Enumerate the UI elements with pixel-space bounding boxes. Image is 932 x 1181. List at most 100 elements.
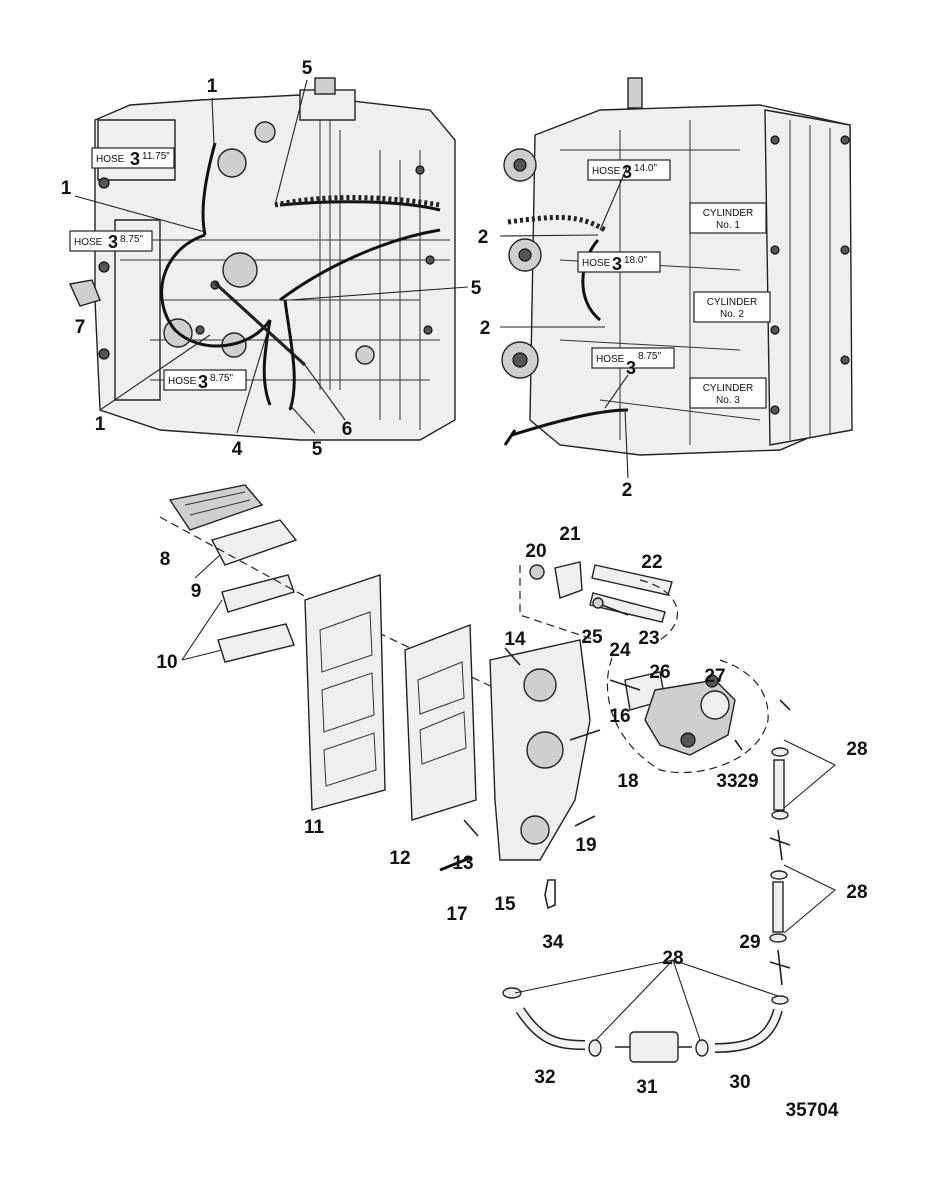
hose-label-number: 3: [108, 232, 118, 252]
callout-25: 25: [581, 627, 603, 648]
stud-16: [609, 679, 641, 691]
fitting-top: [779, 699, 791, 711]
hose-label-14-0: HOSE 3 14.0": [587, 159, 671, 182]
callout-19: 19: [575, 835, 596, 856]
part-20: [529, 564, 545, 580]
rod-22: [591, 564, 673, 596]
tee-fitting-b: [769, 949, 791, 986]
hose-label-8-75-upper: HOSE 3 8.75": [69, 230, 153, 252]
cylinder-label-line1: CYLINDER: [707, 297, 758, 308]
callout-2-mid: 2: [480, 318, 491, 339]
hose-label-prefix: HOSE: [96, 154, 125, 165]
hose-label-length: 11.75": [142, 151, 170, 162]
callout-22: 22: [641, 552, 662, 573]
callout-11: 11: [304, 817, 325, 838]
left-engine-block: HOSE 3 11.75" HOSE 3 8.75" HOSE 3 8.75": [68, 77, 456, 441]
bracket-34: [544, 879, 556, 910]
cylinder-label-3: CYLINDER No. 3: [689, 377, 767, 409]
hose-label-8-75-lower: HOSE 3 8.75": [163, 369, 247, 392]
hose-label-length: 8.75": [210, 373, 233, 384]
hose-label-length: 14.0": [634, 163, 657, 174]
clamp-28-e: [502, 987, 522, 999]
gasket-9: [210, 519, 298, 566]
callout-32: 32: [534, 1067, 555, 1088]
screw-24: [601, 604, 629, 616]
reed-plate: [304, 574, 386, 811]
callout-6: 6: [342, 419, 353, 440]
callout-26: 26: [649, 662, 670, 683]
callout-17: 17: [446, 904, 467, 925]
hose-label-number: 3: [130, 149, 140, 169]
callout-15: 15: [494, 894, 516, 915]
callout-10: 10: [156, 652, 177, 673]
callout-30: 30: [729, 1072, 750, 1093]
reed-block: [168, 484, 264, 531]
callout-labels: 1 5 1 7 5 1 4 5 6 2 2 2 8 9 10 11 12 13 …: [61, 58, 868, 1098]
hose-label-number: 3: [626, 358, 636, 378]
callout-29-lower: 29: [739, 932, 760, 953]
hose-29-b: [772, 881, 784, 933]
clamp-28-a: [771, 747, 789, 757]
hose-label-prefix: HOSE: [168, 376, 197, 387]
leader-lines: [74, 79, 836, 1041]
tee-fitting-a: [769, 829, 791, 861]
callout-13: 13: [452, 853, 473, 874]
hose-label-length: 8.75": [120, 234, 143, 245]
part-21: [554, 561, 583, 599]
cylinder-label-line1: CYLINDER: [703, 208, 754, 219]
callout-34: 34: [542, 932, 564, 953]
gasket-10-b: [217, 623, 295, 663]
figure-number: 35704: [786, 1100, 839, 1121]
gasket-10-a: [221, 574, 295, 613]
screw-14: [504, 647, 521, 666]
callout-12: 12: [389, 848, 410, 869]
callout-29-upper: 29: [737, 771, 758, 792]
cylinder-label-line2: No. 1: [716, 220, 740, 231]
callout-1-bottom: 1: [95, 414, 106, 435]
hose-29-a: [773, 759, 785, 811]
callout-28-lower: 28: [846, 882, 867, 903]
nut-27: [705, 674, 719, 688]
callout-1-top: 1: [207, 76, 218, 97]
hose-label-number: 3: [622, 162, 632, 182]
clamp-28-d: [769, 933, 787, 943]
callout-31: 31: [636, 1077, 658, 1098]
clamp-28-g: [695, 1039, 709, 1057]
hose-label-number: 3: [612, 254, 622, 274]
screw-13: [463, 819, 479, 837]
nut-25: [592, 597, 604, 609]
exploded-parts: [159, 484, 791, 1063]
callout-18: 18: [617, 771, 638, 792]
hose-label-prefix: HOSE: [592, 166, 621, 177]
callout-7: 7: [75, 317, 86, 338]
callout-2-top: 2: [478, 227, 489, 248]
fuel-filter: [629, 1031, 679, 1063]
clamp-28-c: [770, 870, 788, 880]
cylinder-label-line1: CYLINDER: [703, 383, 754, 394]
clamp-28-b: [771, 810, 789, 820]
hose-label-prefix: HOSE: [582, 258, 611, 269]
hose-label-prefix: HOSE: [596, 354, 625, 365]
hose-label-18-0: HOSE 3 18.0": [577, 251, 661, 274]
clamp-28-h: [771, 995, 789, 1005]
screw-19: [574, 815, 596, 827]
callout-5-right: 5: [471, 278, 482, 299]
callout-28-bottom: 28: [662, 948, 683, 969]
callout-4: 4: [232, 439, 243, 460]
callout-27: 27: [704, 666, 725, 687]
hose-label-length: 8.75": [638, 351, 661, 362]
callout-23: 23: [638, 628, 659, 649]
hose-label-prefix: HOSE: [74, 237, 103, 248]
rod-23: [589, 592, 666, 623]
clamp-28-f: [588, 1039, 602, 1057]
part-18: [569, 729, 601, 741]
callout-5-bottom: 5: [312, 439, 323, 460]
clip-33: [734, 739, 743, 751]
gasket-12: [404, 623, 477, 821]
callout-16: 16: [609, 706, 630, 727]
callout-24: 24: [609, 640, 631, 661]
cylinder-label-line2: No. 3: [716, 395, 740, 406]
callout-21: 21: [559, 524, 581, 545]
callout-5-top: 5: [302, 58, 313, 79]
